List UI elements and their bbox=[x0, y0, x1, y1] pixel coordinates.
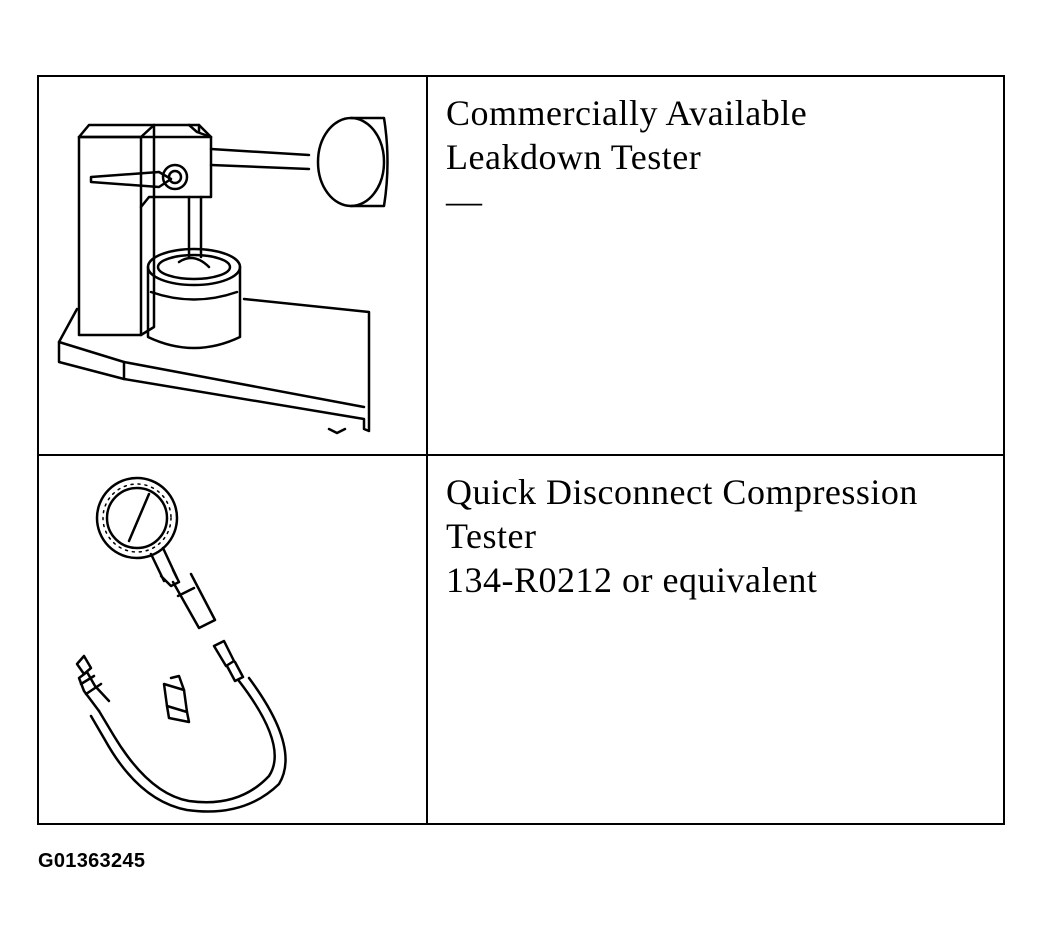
tool-name-line: Quick Disconnect Compression bbox=[446, 472, 918, 512]
tool-row-compression: Quick Disconnect Compression Tester 134-… bbox=[39, 456, 1003, 825]
tool-name-line: Tester bbox=[446, 516, 537, 556]
tool-illustration-cell bbox=[39, 77, 428, 454]
tool-name-line: Leakdown Tester bbox=[446, 137, 702, 177]
tool-name-line: Commercially Available bbox=[446, 93, 808, 133]
compression-tester-icon bbox=[75, 476, 287, 813]
tool-illustration-cell bbox=[39, 456, 428, 825]
tool-part-number: — bbox=[446, 181, 483, 221]
tool-row-leakdown: Commercially Available Leakdown Tester — bbox=[39, 77, 1003, 456]
tool-description-cell: Quick Disconnect Compression Tester 134-… bbox=[428, 456, 1003, 825]
tool-description-cell: Commercially Available Leakdown Tester — bbox=[428, 77, 1003, 454]
leakdown-tester-icon bbox=[57, 116, 389, 435]
tool-table: Commercially Available Leakdown Tester — bbox=[37, 75, 1005, 825]
figure-code: G01363245 bbox=[38, 850, 146, 872]
tool-part-number: 134-R0212 or equivalent bbox=[446, 560, 818, 600]
